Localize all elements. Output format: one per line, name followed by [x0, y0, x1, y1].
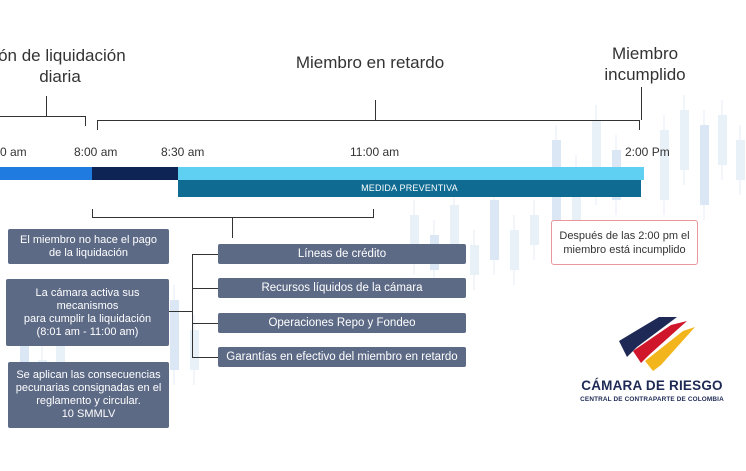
background-candle [680, 110, 689, 170]
time-label-1100: 11:00 am [350, 145, 400, 159]
box-chamber-mechanisms: La cámara activa sus mecanismos para cum… [6, 279, 169, 346]
timeline-bar-preventive: MEDIDA PREVENTIVA [178, 180, 641, 197]
bracket-middle-bar [97, 120, 640, 121]
timeline-bar-late [178, 167, 644, 180]
bracket-under-right [373, 209, 374, 217]
timeline-bar-transition [92, 167, 178, 180]
connector-branch-2 [192, 288, 218, 289]
logo-name: CÁMARA DE RIESGO [581, 378, 723, 393]
header-settlement: ión de liquidación diaria [0, 46, 126, 86]
background-candle [490, 200, 499, 260]
note-default-after-2pm: Después de las 2:00 pm el miembro está i… [551, 220, 698, 265]
background-candle [510, 230, 519, 270]
background-candle [170, 300, 179, 370]
background-candle [592, 120, 601, 190]
bracket-middle-stem [375, 100, 376, 120]
bracket-left-end [85, 116, 86, 126]
background-candle [572, 170, 581, 230]
bracket-left-bar [0, 116, 86, 117]
time-label-start: 0 am [0, 145, 27, 159]
header-member-late: Miembro en retardo [295, 53, 445, 72]
bracket-under-stem [232, 217, 233, 238]
connector-vertical [192, 254, 193, 358]
time-label-1400: 2:00 Pm [625, 145, 670, 159]
connector-branch-4 [192, 357, 218, 358]
bracket-left-stem [46, 96, 47, 116]
time-label-800: 8:00 am [74, 145, 118, 159]
camara-de-riesgo-logo-icon [619, 317, 695, 371]
background-candle [190, 330, 199, 370]
background-candle [660, 130, 669, 200]
background-candle [56, 330, 65, 380]
background-candle [530, 215, 539, 245]
background-candle [700, 125, 709, 205]
background-candle [450, 205, 459, 245]
box-consequences: Se aplican las consecuencias pecunarias … [8, 362, 169, 428]
header-member-default: Miembro incumplido [604, 44, 686, 84]
connector-horizontal [169, 311, 192, 312]
bracket-under-bar [92, 217, 374, 218]
bracket-middle-start [97, 120, 98, 130]
box-member-no-payment: El miembro no hace el pago de la liquida… [8, 229, 169, 264]
connector-branch-1 [192, 254, 218, 255]
background-candle [736, 140, 745, 180]
bracket-middle-end [639, 120, 640, 130]
timeline-bar-settlement [0, 167, 92, 180]
bracket-right-stem [641, 87, 642, 120]
logo-subtitle: CENTRAL DE CONTRAPARTE DE COLOMBIA [580, 396, 724, 403]
mechanism-cash-guarantees: Garantías en efectivo del miembro en ret… [218, 347, 466, 367]
background-candle [410, 215, 419, 260]
connector-branch-3 [192, 323, 218, 324]
mechanism-liquid-resources: Recursos líquidos de la cámara [218, 278, 466, 298]
background-candle [470, 245, 479, 275]
time-label-830: 8:30 am [161, 145, 205, 159]
background-candle [718, 115, 727, 165]
bracket-under-left [92, 209, 93, 217]
mechanism-credit-lines: Líneas de crédito [218, 244, 466, 264]
mechanism-repo-operations: Operaciones Repo y Fondeo [218, 313, 466, 333]
